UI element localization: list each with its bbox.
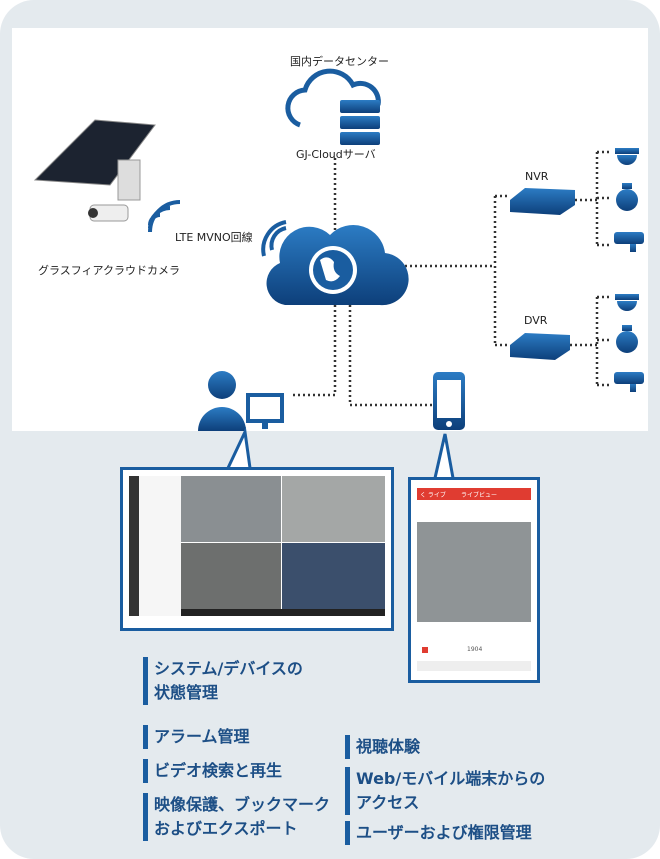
smartphone-icon [433, 372, 465, 430]
user-icon [198, 371, 284, 431]
camera-view-3 [181, 543, 281, 609]
dvr-icon [510, 333, 570, 360]
feature-viewing-experience: 視聴体験 [345, 735, 420, 759]
lte-label: LTE MVNO回線 [175, 231, 253, 244]
dome-camera-icon [615, 294, 639, 311]
quality-button[interactable]: 1904 [467, 646, 483, 653]
feature-web-mobile-access: Web/モバイル端末からの アクセス [345, 767, 545, 815]
dvr-label: DVR [524, 314, 548, 327]
feature-video-search: ビデオ検索と再生 [143, 759, 282, 783]
server-label: GJ-Cloudサーバ [296, 148, 376, 161]
dome-camera-icon [616, 325, 638, 353]
device-tree [139, 476, 181, 616]
app-header: く ライブ ライブビュー [417, 488, 531, 500]
bubble-tail [433, 433, 455, 479]
wireless-signal-icon [148, 200, 287, 257]
bullet-camera-icon [614, 232, 644, 252]
camera-view-1 [181, 476, 281, 542]
mobile-app-bubble: く ライブ ライブビュー 1904 [408, 477, 540, 683]
cloud-server-icon [285, 68, 381, 145]
stop-button[interactable] [422, 647, 428, 653]
app-title: ライブビュー [461, 492, 498, 499]
live-view [417, 522, 531, 622]
nvr-icon [510, 188, 575, 215]
camera-view-4 [282, 543, 385, 609]
client-sidebar [129, 476, 139, 616]
bullet-camera-icon [614, 372, 644, 392]
feature-video-protection: 映像保護、ブックマーク およびエクスポート [143, 793, 330, 841]
diagram-area [12, 28, 648, 431]
desktop-client-screenshot [129, 476, 385, 616]
dome-camera-icon [616, 183, 638, 211]
camera-view-2 [282, 476, 385, 542]
solar-camera-icon [33, 119, 156, 222]
nvr-label: NVR [525, 170, 549, 183]
dome-camera-icon [615, 148, 639, 165]
back-button[interactable]: く ライブ [420, 492, 446, 499]
feature-status-management: システム/デバイスの 状態管理 [143, 657, 303, 705]
feature-alarm-management: アラーム管理 [143, 725, 250, 749]
desktop-client-bubble [120, 467, 394, 631]
connection-lines [290, 150, 612, 407]
app-controls: 1904 [417, 645, 531, 657]
cctv-cameras [614, 148, 644, 392]
camera-label: グラスフィアクラウドカメラ [38, 264, 181, 277]
bubble-tail [226, 426, 252, 469]
app-toolbar [417, 661, 531, 671]
internet-cloud-icon [266, 224, 409, 306]
feature-user-permissions: ユーザーおよび権限管理 [345, 821, 532, 845]
datacenter-label: 国内データセンター [290, 55, 389, 68]
client-toolbar [181, 609, 385, 616]
